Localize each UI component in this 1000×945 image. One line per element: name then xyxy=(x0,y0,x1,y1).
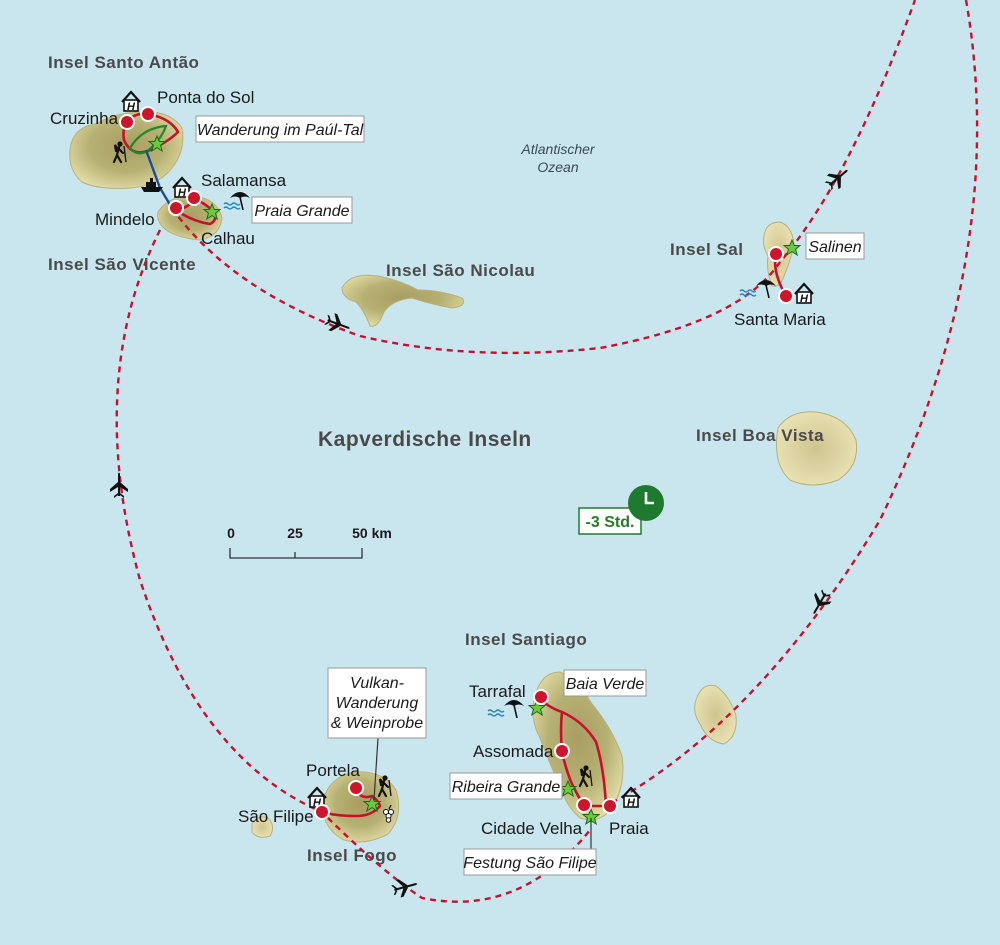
callout-leaders xyxy=(373,737,592,850)
island-maio xyxy=(694,684,737,745)
place-label-cidade-velha: Cidade Velha xyxy=(481,819,583,838)
svg-text:Salinen: Salinen xyxy=(808,239,861,256)
scale-tick-25: 25 xyxy=(287,525,303,541)
timezone-label: -3 Std. xyxy=(586,514,635,531)
island-label-sal: Insel Sal xyxy=(670,240,743,259)
callout-baia-verde: Baia Verde xyxy=(563,669,647,697)
place-label-tarrafal: Tarrafal xyxy=(469,682,526,701)
svg-text:Festung São Filipe: Festung São Filipe xyxy=(463,855,597,872)
island-label-fogo: Insel Fogo xyxy=(307,846,397,865)
place-label-salamansa: Salamansa xyxy=(201,171,287,190)
callout-praia-grande: Praia Grande xyxy=(251,196,353,224)
callout-paul-tal: Wanderung im Paúl-Tal xyxy=(195,115,365,143)
island-label-sao-nicolau: Insel São Nicolau xyxy=(386,261,535,280)
place-label-praia: Praia xyxy=(609,819,649,838)
scale-tick-50: 50 km xyxy=(352,525,392,541)
island-label-boa-vista: Insel Boa Vista xyxy=(696,426,824,445)
ocean-label-line-1: Atlantischer xyxy=(520,141,595,157)
svg-text:Ribeira Grande: Ribeira Grande xyxy=(452,779,561,796)
callout-vulkan: Vulkan- Wanderung & Weinprobe xyxy=(327,667,427,739)
scale-tick-0: 0 xyxy=(227,525,235,541)
island-brava xyxy=(251,816,274,838)
flight-route xyxy=(115,0,979,903)
svg-text:Praia Grande: Praia Grande xyxy=(254,203,349,220)
place-label-cruzinha: Cruzinha xyxy=(50,109,119,128)
clock-icon xyxy=(628,485,664,521)
island-sao-nicolau xyxy=(341,274,465,327)
place-label-assomada: Assomada xyxy=(473,742,554,761)
callout-festung: Festung São Filipe xyxy=(463,848,597,876)
callout-ribeira-grande: Ribeira Grande xyxy=(449,772,563,800)
place-label-calhau: Calhau xyxy=(201,229,255,248)
island-label-santiago: Insel Santiago xyxy=(465,630,587,649)
scale-bar: 0 25 50 km xyxy=(227,525,392,559)
place-label-mindelo: Mindelo xyxy=(95,210,155,229)
svg-text:Wanderung: Wanderung xyxy=(336,695,419,712)
svg-text:& Weinprobe: & Weinprobe xyxy=(331,715,423,732)
timezone-badge: -3 Std. xyxy=(578,485,664,535)
place-label-sao-filipe: São Filipe xyxy=(238,807,314,826)
island-label-sao-vicente: Insel São Vicente xyxy=(48,255,196,274)
island-label-santo-antao: Insel Santo Antão xyxy=(48,53,199,72)
island-fogo xyxy=(321,771,400,843)
place-label-ponta-do-sol: Ponta do Sol xyxy=(157,88,254,107)
island-boa-vista xyxy=(776,411,858,486)
map-title: Kapverdische Inseln xyxy=(318,428,532,451)
callout-salinen: Salinen xyxy=(805,232,865,260)
svg-text:Baia Verde: Baia Verde xyxy=(566,676,645,693)
svg-text:Wanderung im Paúl-Tal: Wanderung im Paúl-Tal xyxy=(197,122,364,139)
island-santo-antao xyxy=(69,111,184,189)
place-label-portela: Portela xyxy=(306,761,360,780)
svg-text:Vulkan-: Vulkan- xyxy=(350,675,404,692)
ocean-label-line-2: Ozean xyxy=(537,159,578,175)
place-label-santa-maria: Santa Maria xyxy=(734,310,826,329)
town-markers xyxy=(119,106,794,820)
